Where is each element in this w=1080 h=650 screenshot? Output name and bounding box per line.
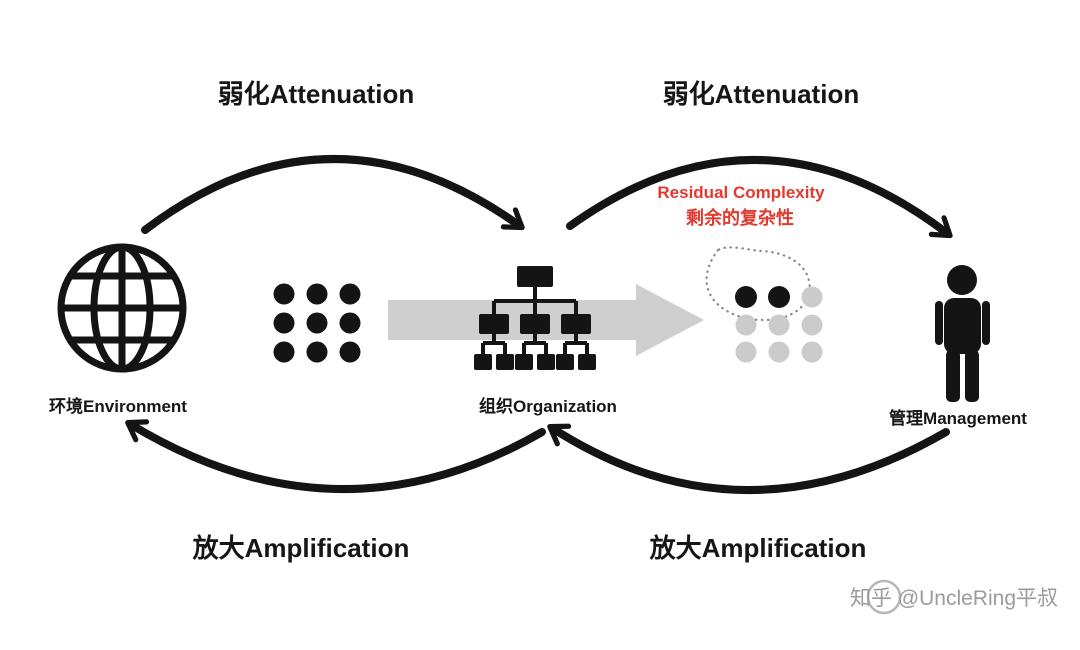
attenuation-label-left: 弱化Attenuation — [218, 79, 414, 109]
residual-complexity-label-en: Residual Complexity — [657, 183, 825, 202]
management-label: 管理Management — [889, 408, 1027, 428]
globe-icon — [57, 243, 187, 373]
amplification-label-left: 放大Amplification — [192, 533, 410, 563]
variety-dot-grid — [273, 283, 361, 363]
environment-label: 环境Environment — [49, 396, 187, 416]
attenuation-arc-left — [141, 155, 525, 234]
watermark-logo-icon — [866, 579, 902, 615]
org-chart-icon — [474, 266, 596, 370]
organization-label: 组织Organization — [479, 396, 617, 416]
attenuation-arc-right — [566, 155, 953, 239]
amplification-arc-left — [125, 419, 546, 493]
residual-complexity-blob — [705, 246, 811, 322]
watermark-text: 知乎 @UncleRing平叔 — [850, 587, 1058, 610]
watermark: 知乎 @UncleRing平叔 — [850, 579, 1058, 615]
amplification-label-right: 放大Amplification — [649, 533, 867, 563]
amplification-arc-right — [547, 423, 950, 494]
person-icon — [935, 265, 990, 402]
residual-complexity-label-zh: 剩余的复杂性 — [686, 207, 794, 228]
residual-complexity-dots — [735, 286, 823, 363]
attenuation-label-right: 弱化Attenuation — [663, 79, 859, 109]
